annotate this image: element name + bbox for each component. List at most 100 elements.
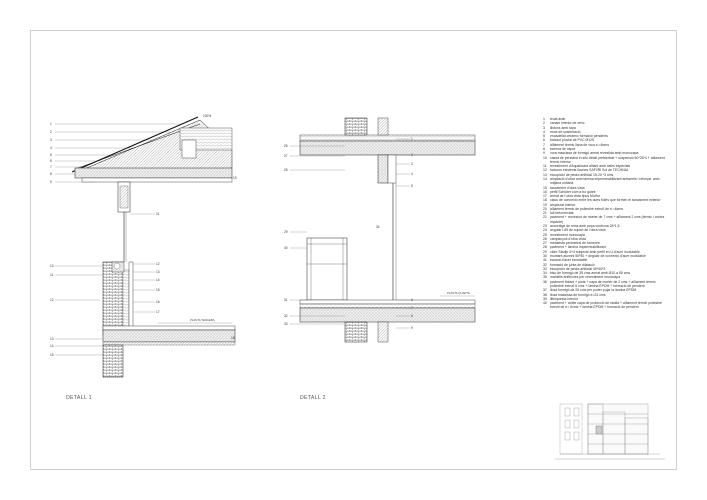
callout: 7 bbox=[50, 165, 52, 169]
callout: 27 bbox=[284, 154, 288, 158]
legend-number: 36 bbox=[543, 279, 547, 284]
legend-text: llibriquesta interior bbox=[550, 296, 578, 301]
legend-number: 8 bbox=[543, 146, 545, 151]
legend-number: 30 bbox=[543, 254, 547, 258]
legend-item: 9 vora massissa de formigó armat revestid… bbox=[543, 151, 668, 155]
legend-text: escopidor de pedra artificial 15-20 *3 c… bbox=[550, 172, 614, 177]
callout: 5 bbox=[50, 153, 52, 157]
legend-text: llosa massissa de formigó e=24 cms bbox=[550, 292, 606, 297]
d1-left-callouts: 1 2 3 4 5 6 7 8 9 10 11 12 13 14 15 bbox=[50, 122, 54, 357]
legend-text: revestiment d'Aquaboard aïllant amb cale… bbox=[550, 164, 631, 169]
legend-number: 12 bbox=[543, 168, 547, 173]
d1-floor-slab: PLANTA TERCERA bbox=[102, 318, 236, 346]
callout: 3 bbox=[50, 138, 52, 142]
legend-text: paviment + recrescut de morter de 7 cms … bbox=[550, 215, 665, 224]
legend-text: paviment + làmina impermeabilitzant bbox=[550, 245, 606, 250]
callout: 4 bbox=[411, 172, 413, 176]
legend-item: 8 barrera de vapor bbox=[543, 147, 668, 151]
legend-text: muntant alumini 50*50 + angular de conne… bbox=[550, 254, 646, 258]
callout: 10 bbox=[50, 264, 54, 268]
callout: 15 bbox=[156, 288, 160, 292]
legend-text: teula àrab bbox=[550, 117, 566, 121]
legend-text: perfil Schlüter com a bo goteir bbox=[550, 189, 596, 194]
legend-text: biso de formigó de 35 cms armat amb Ø10 … bbox=[550, 271, 631, 276]
detail-1-title: DETALL 1 bbox=[66, 395, 92, 401]
legend-number: 28 bbox=[543, 245, 547, 250]
callout: 5 bbox=[411, 184, 413, 188]
d1-right-leaders bbox=[130, 177, 232, 339]
callout: 6 bbox=[411, 298, 413, 302]
callout: 28 bbox=[284, 168, 288, 172]
callout: 17 bbox=[156, 310, 160, 314]
callout: 8 bbox=[411, 314, 413, 318]
legend-number: 17 bbox=[543, 194, 547, 199]
callout: 4 bbox=[50, 146, 52, 150]
legend-number: 19 bbox=[543, 202, 547, 207]
legend-text: vora massissa de formigó armat revestida… bbox=[550, 151, 639, 156]
callout: 2 bbox=[411, 153, 413, 157]
callout: 18 bbox=[231, 336, 235, 340]
legend-number: 3 bbox=[543, 125, 545, 130]
legend-number: 4 bbox=[543, 129, 545, 134]
callout: 3 bbox=[411, 162, 413, 166]
d1-bottom-wall bbox=[102, 344, 124, 378]
legend-number: 1 bbox=[543, 117, 545, 121]
legend-text: armat de l'obra vista tipus Murfor bbox=[550, 194, 600, 199]
callout: 1 bbox=[50, 122, 52, 126]
legend-number: 16 bbox=[543, 189, 547, 194]
d2-left-callouts: 26 27 28 29 30 31 32 33 34 bbox=[284, 144, 380, 326]
legend-text: escopidor de pedra artificial 40*40*3 bbox=[550, 266, 606, 271]
callout: 12 bbox=[50, 298, 54, 302]
callout: 8 bbox=[50, 172, 52, 176]
legend-text: ampiezat interior bbox=[550, 202, 576, 207]
d1-window-jamb bbox=[117, 181, 131, 262]
callout: 16 bbox=[156, 300, 160, 304]
legend-number: 27 bbox=[543, 241, 547, 246]
callout: 32 bbox=[284, 314, 288, 318]
legend-item: 1 teula àrab bbox=[543, 117, 668, 121]
callout: 33 bbox=[284, 322, 288, 326]
callout: 30 bbox=[284, 246, 288, 250]
legend-number: 21 bbox=[543, 211, 547, 216]
legend-number: 24 bbox=[543, 228, 547, 233]
legend-text: barrera de vapor bbox=[550, 146, 576, 151]
callout: 1 bbox=[411, 137, 413, 141]
legend-number: 14 bbox=[543, 176, 547, 181]
callout: 6 bbox=[50, 159, 52, 163]
legend-text: paviment flotant + plots + capa de morte… bbox=[550, 279, 656, 288]
legend-text: aïllament tèrmic llana de roca e.=6cms bbox=[550, 142, 609, 147]
legend-text: claus de connexió entre les dues fulles … bbox=[550, 198, 661, 203]
legend-text: ampliació d'obra amb làmina impermeabili… bbox=[550, 176, 660, 186]
d1-level-label: PLANTA TERCERA bbox=[190, 318, 215, 322]
d2-glass-railing bbox=[306, 237, 348, 301]
legend-number: 39 bbox=[543, 296, 547, 301]
legend-number: 9 bbox=[543, 151, 545, 156]
d2-leaders bbox=[290, 138, 410, 329]
